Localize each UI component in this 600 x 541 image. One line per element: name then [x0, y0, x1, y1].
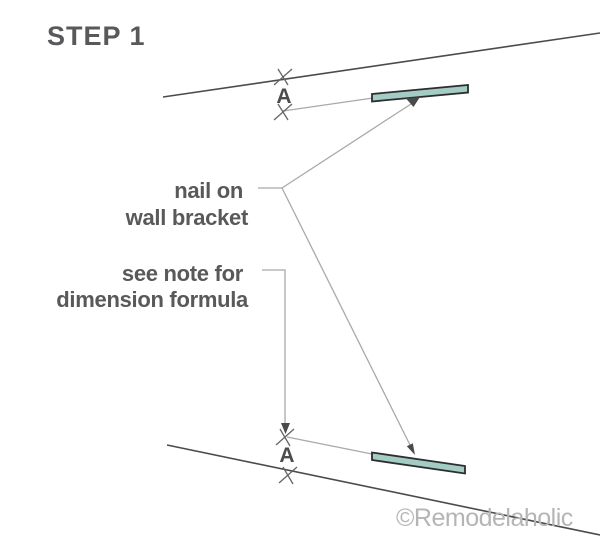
top-dimension-extension-line — [282, 97, 374, 112]
bottom-dimension-tick-upper — [275, 428, 295, 447]
bottom-wall-bracket — [371, 451, 466, 475]
bottom-dimension-label: A — [279, 444, 294, 467]
note-callout-line1: see note for — [122, 261, 244, 286]
dimension-arrowhead-icon — [281, 423, 290, 434]
nail-callout-leader-upper — [281, 103, 412, 189]
bottom-dimension-extension-line — [286, 436, 373, 455]
nail-marker-icon — [406, 97, 420, 107]
top-shelf-line — [162, 32, 600, 98]
note-callout-leader — [262, 269, 286, 428]
nail-callout-line1: nail on — [174, 178, 243, 203]
nail-callout-leader-lower — [281, 187, 415, 453]
lower-leader-arrowhead-icon — [406, 443, 415, 455]
top-dimension-label: A — [276, 85, 291, 108]
top-dimension-tick-upper — [273, 68, 293, 86]
nail-callout-line2: wall bracket — [125, 205, 249, 230]
top-dimension-tick-lower — [273, 103, 293, 121]
bottom-dimension-tick-lower — [278, 466, 298, 485]
note-callout-line2: dimension formula — [56, 287, 249, 312]
bottom-shelf-line — [166, 444, 600, 536]
step-title: STEP 1 — [47, 21, 146, 51]
watermark: ©Remodelaholic — [396, 504, 573, 532]
top-wall-bracket — [371, 84, 469, 103]
